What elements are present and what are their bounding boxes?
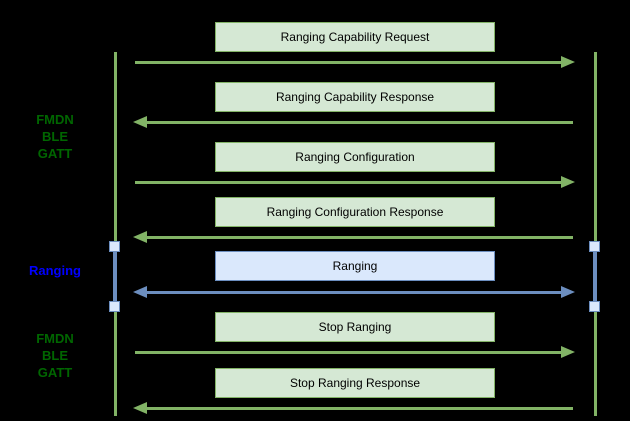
message-label: Ranging Capability Response — [275, 90, 435, 104]
message-box-ranging-capability-response: Ranging Capability Response — [215, 82, 495, 112]
arrow-shaft — [145, 406, 573, 410]
message-label: Ranging Capability Request — [280, 30, 430, 44]
side-label-line: FMDN — [36, 331, 74, 346]
message-box-stop-ranging-response: Stop Ranging Response — [215, 368, 495, 398]
side-label-line: GATT — [37, 365, 73, 380]
message-arrow-ranging — [133, 286, 575, 298]
message-box-stop-ranging: Stop Ranging — [215, 312, 495, 342]
arrowhead-left-icon — [133, 116, 147, 128]
left-activation-segment — [113, 247, 117, 307]
message-label: Ranging Configuration Response — [266, 205, 444, 219]
arrow-shaft — [135, 350, 563, 354]
arrowhead-right-icon — [561, 56, 575, 68]
side-label-line: Ranging — [29, 263, 81, 278]
left-lifeline — [113, 52, 117, 416]
side-label-fmdn-ble-gatt-upper: FMDN BLE GATT — [8, 111, 102, 162]
arrowhead-right-icon — [561, 346, 575, 358]
arrowhead-left-icon — [133, 402, 147, 414]
arrowhead-right-icon — [561, 286, 575, 298]
arrow-shaft — [135, 180, 563, 184]
arrow-shaft — [145, 290, 563, 294]
right-activation-segment — [593, 247, 597, 307]
activation-endpoint-right-bottom — [589, 301, 600, 312]
message-arrow-ranging-configuration-response — [133, 231, 575, 243]
message-box-ranging: Ranging — [215, 251, 495, 281]
message-box-ranging-configuration-response: Ranging Configuration Response — [215, 197, 495, 227]
activation-endpoint-left-bottom — [109, 301, 120, 312]
message-arrow-stop-ranging — [133, 346, 575, 358]
arrowhead-left-icon — [133, 286, 147, 298]
message-label: Stop Ranging — [318, 320, 392, 334]
activation-endpoint-left-top — [109, 241, 120, 252]
message-box-ranging-configuration: Ranging Configuration — [215, 142, 495, 172]
side-label-line: GATT — [37, 146, 73, 161]
side-label-line: BLE — [42, 129, 68, 144]
message-arrow-ranging-configuration — [133, 176, 575, 188]
message-arrow-ranging-capability-response — [133, 116, 575, 128]
arrowhead-left-icon — [133, 231, 147, 243]
arrow-shaft — [135, 60, 563, 64]
arrowhead-right-icon — [561, 176, 575, 188]
message-label: Stop Ranging Response — [289, 376, 421, 390]
right-lifeline — [593, 52, 597, 416]
message-label: Ranging — [332, 259, 378, 273]
arrow-shaft — [145, 235, 573, 239]
side-label-line: FMDN — [36, 112, 74, 127]
message-box-ranging-capability-request: Ranging Capability Request — [215, 22, 495, 52]
side-label-ranging: Ranging — [8, 262, 102, 279]
activation-endpoint-right-top — [589, 241, 600, 252]
side-label-fmdn-ble-gatt-lower: FMDN BLE GATT — [8, 330, 102, 381]
arrow-shaft — [145, 120, 573, 124]
message-label: Ranging Configuration — [295, 150, 415, 164]
message-arrow-stop-ranging-response — [133, 402, 575, 414]
side-label-line: BLE — [42, 348, 68, 363]
message-arrow-ranging-capability-request — [133, 56, 575, 68]
